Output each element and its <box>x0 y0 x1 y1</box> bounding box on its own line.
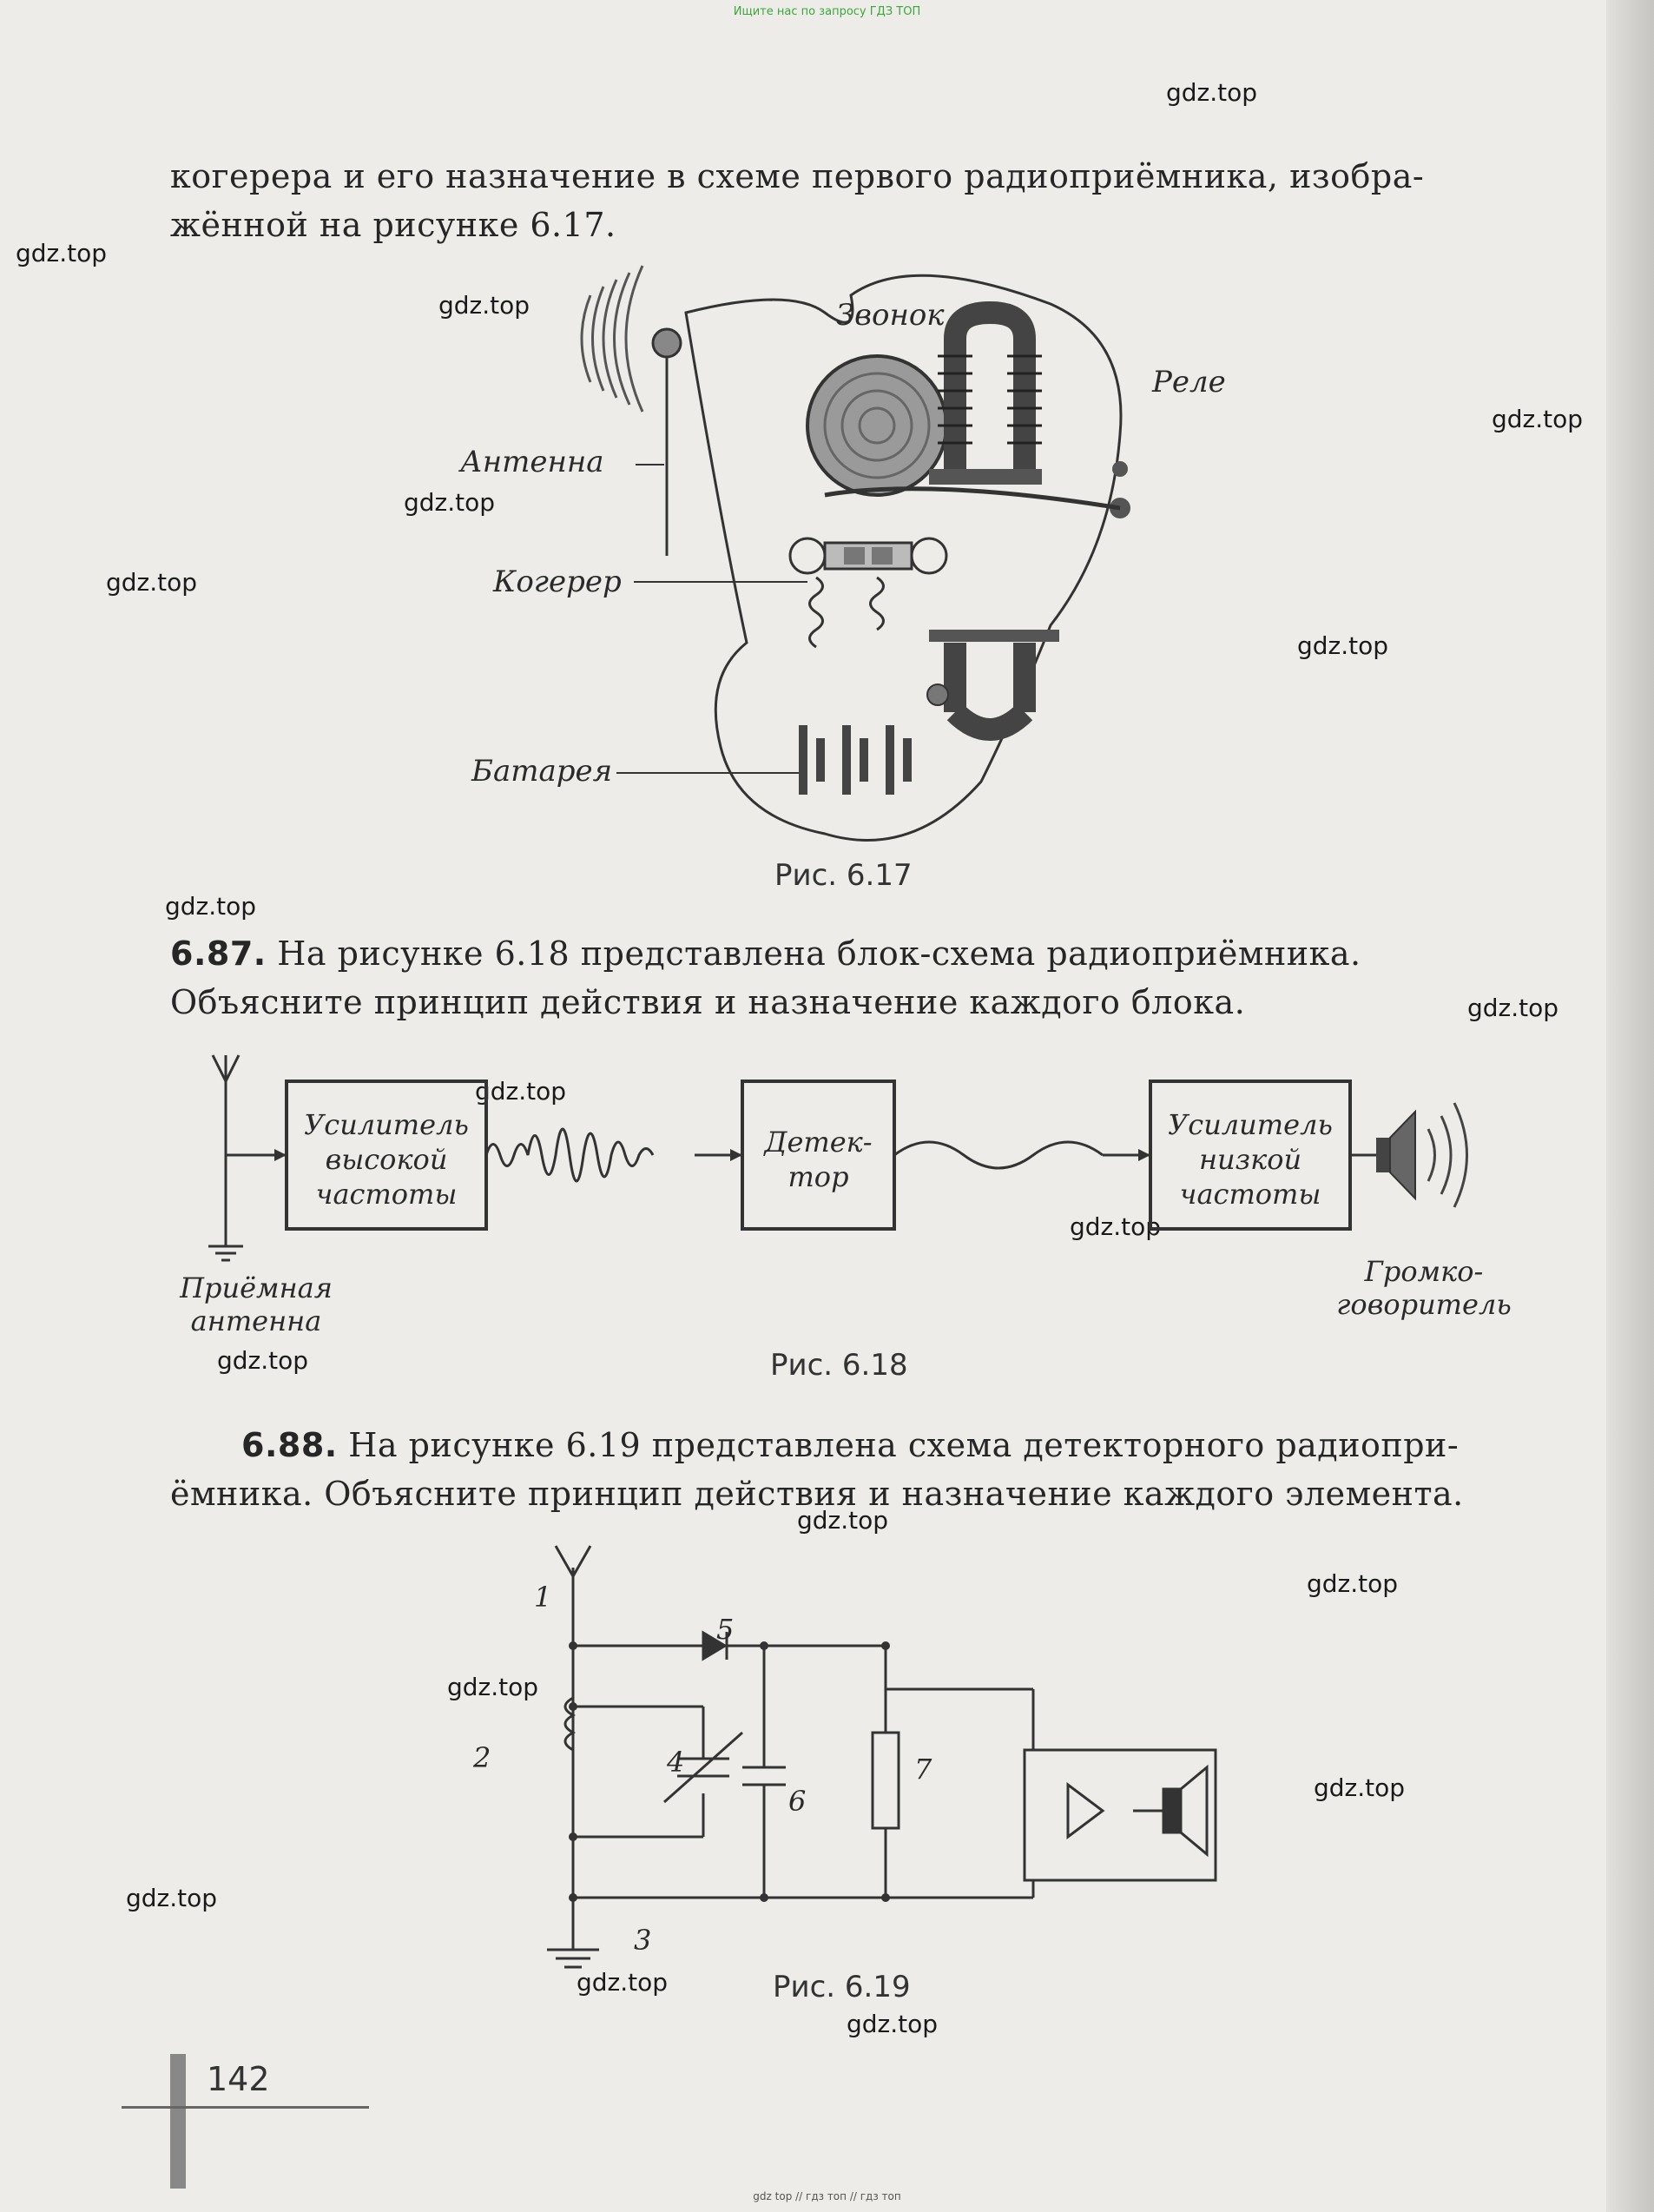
task-number: 6.87. <box>170 934 267 973</box>
block-text: Усилитель <box>1168 1108 1333 1141</box>
page-number: 142 <box>207 2060 270 2098</box>
watermark: gdz.top <box>126 1884 218 1912</box>
watermark: gdz.top <box>106 568 198 597</box>
circuit-number-4: 4 <box>667 1746 685 1779</box>
watermark: gdz.top <box>847 2010 939 2038</box>
watermark: gdz.top <box>1307 1569 1399 1598</box>
label-antenna: Антенна <box>460 445 604 479</box>
watermark: gdz.top <box>16 239 108 267</box>
block-text: частоты <box>315 1178 458 1211</box>
watermark: gdz.top <box>1166 78 1258 107</box>
block-detector: Детек- тор <box>742 1125 894 1194</box>
text-line: жённой на рисунке 6.17. <box>170 206 616 244</box>
block-text: Детек- <box>764 1126 873 1159</box>
label-coherer: Когерер <box>493 565 622 599</box>
circuit-number-1: 1 <box>534 1581 552 1614</box>
watermark: gdz.top <box>797 1506 889 1535</box>
text-line: 6.88. На рисунке 6.19 представлена схема… <box>241 1421 1544 1469</box>
watermark: gdz.top <box>475 1077 567 1106</box>
text-line: ёмника. Объясните принцип действия и наз… <box>170 1475 1464 1513</box>
watermark: gdz.top <box>1492 405 1584 433</box>
watermark: gdz.top <box>447 1673 539 1701</box>
block-lf-amplifier: Усилитель низкой частоты <box>1150 1107 1350 1212</box>
task-6-87: 6.87. На рисунке 6.18 представлена блок-… <box>170 929 1525 1027</box>
watermark: gdz.top <box>1467 994 1559 1022</box>
footer-note: gdz top // гдз топ // гдз топ <box>753 2190 901 2202</box>
label-loudspeaker: Громко- говоритель <box>1311 1255 1537 1321</box>
block-hf-amplifier: Усилитель высокой частоты <box>287 1107 486 1212</box>
watermark: gdz.top <box>1070 1212 1162 1241</box>
task-text: На рисунке 6.18 представлена блок-схема … <box>277 934 1361 973</box>
circuit-number-3: 3 <box>634 1924 652 1957</box>
watermark: gdz.top <box>217 1346 309 1375</box>
circuit-number-6: 6 <box>788 1785 807 1818</box>
label-text: говоритель <box>1336 1288 1512 1321</box>
label-text: Громко- <box>1364 1255 1484 1288</box>
block-text: тор <box>787 1160 849 1193</box>
block-text: Усилитель <box>304 1108 469 1141</box>
label-battery: Батарея <box>471 754 613 789</box>
header-note: Ищите нас по запросу ГДЗ ТОП <box>733 5 921 18</box>
page-number-bar <box>170 2054 186 2189</box>
text-line: когерера и его назначение в схеме первог… <box>170 157 1425 195</box>
text-line: 6.87. На рисунке 6.18 представлена блок-… <box>170 929 1525 978</box>
watermark: gdz.top <box>165 892 257 921</box>
page-number-rule <box>122 2106 369 2109</box>
block-text: частоты <box>1179 1178 1321 1211</box>
task-text: На рисунке 6.19 представлена схема детек… <box>348 1426 1460 1464</box>
circuit-number-7: 7 <box>914 1753 932 1786</box>
circuit-number-2: 2 <box>473 1741 491 1774</box>
watermark: gdz.top <box>577 1968 669 1997</box>
watermark: gdz.top <box>404 488 496 517</box>
label-relay: Реле <box>1152 365 1226 399</box>
figure-6-17-diagram <box>580 265 1130 842</box>
label-text: антенна <box>190 1304 322 1337</box>
label-receiving-antenna: Приёмная антенна <box>156 1271 356 1337</box>
figure-6-18-caption: Рис. 6.18 <box>770 1348 908 1383</box>
figure-6-17-caption: Рис. 6.17 <box>774 858 913 893</box>
text-line: Объясните принцип действия и назначение … <box>170 983 1246 1021</box>
figure-6-19-caption: Рис. 6.19 <box>773 1970 911 2004</box>
watermark: gdz.top <box>438 291 530 320</box>
block-text: высокой <box>325 1143 448 1176</box>
watermark: gdz.top <box>1314 1773 1406 1802</box>
task-6-88: 6.88. На рисунке 6.19 представлена схема… <box>170 1421 1544 1518</box>
figure-6-18-diagram <box>208 1054 1468 1262</box>
label-bell: Звонок <box>836 298 945 333</box>
task-number: 6.88. <box>241 1426 338 1464</box>
label-text: Приёмная <box>180 1271 333 1304</box>
circuit-number-5: 5 <box>716 1613 735 1646</box>
page-edge <box>1606 0 1654 2212</box>
watermark: gdz.top <box>1297 631 1389 660</box>
figure-6-19-circuit <box>547 1545 1217 1969</box>
intro-paragraph: когерера и его назначение в схеме первог… <box>170 152 1525 249</box>
block-text: низкой <box>1198 1143 1302 1176</box>
